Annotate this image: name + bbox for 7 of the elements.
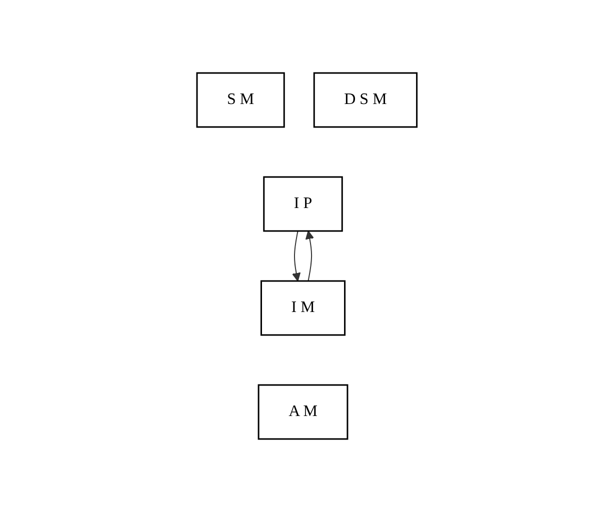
arrow bbox=[292, 230, 300, 281]
node-box: A M bbox=[257, 384, 348, 440]
node-box: S M bbox=[196, 72, 284, 128]
arrow bbox=[304, 230, 314, 281]
node-box: I M bbox=[260, 280, 346, 336]
node-box: D S M bbox=[312, 72, 418, 128]
node-box: I P bbox=[262, 176, 342, 232]
